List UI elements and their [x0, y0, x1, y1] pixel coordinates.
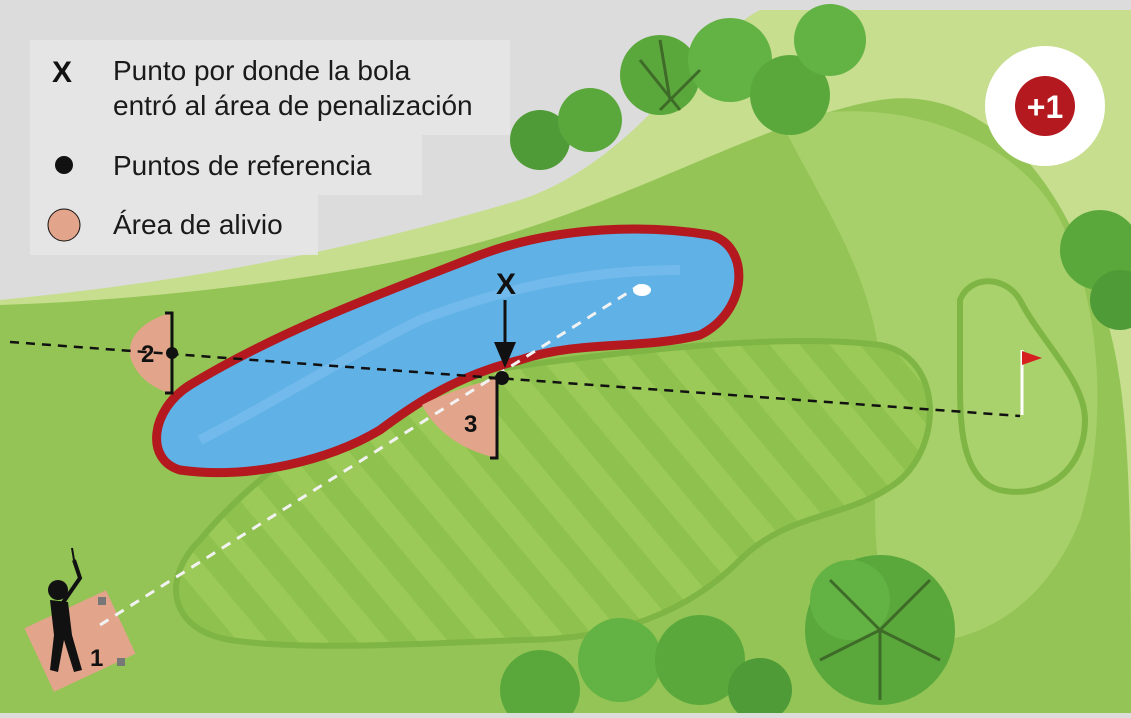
arrow-down-icon — [494, 300, 516, 368]
fairway-light — [780, 111, 1098, 642]
legend: X Punto por donde la bola entró al área … — [30, 40, 510, 255]
legend-relief-swatch — [47, 208, 81, 242]
penalty-badge-text: +1 — [1027, 89, 1063, 125]
point-1-label: 1 — [90, 645, 103, 672]
penalty-badge: +1 — [985, 46, 1105, 166]
legend-x-symbol: X — [52, 56, 72, 89]
tree-icon — [805, 555, 955, 705]
penalty-area-water — [152, 224, 744, 478]
entry-x-marker: X — [496, 268, 516, 301]
point-3-label: 3 — [464, 411, 477, 438]
reference-point-3 — [495, 371, 509, 385]
tree-icon — [1060, 210, 1131, 330]
tree-icon — [510, 4, 866, 170]
legend-reference-points: Puntos de referencia — [113, 150, 372, 181]
legend-dot-icon — [55, 156, 73, 174]
ball-icon — [633, 284, 651, 296]
reference-point-2 — [166, 347, 178, 359]
tree-icon — [500, 615, 792, 718]
golfer-icon — [48, 547, 83, 672]
relief-area-2 — [129, 313, 170, 393]
flag-icon — [1020, 350, 1042, 415]
point-2-label: 2 — [141, 341, 154, 368]
legend-entry-line1: Punto por donde la bola — [113, 55, 411, 86]
ball-flight-line — [99, 283, 641, 627]
relief-area-3 — [422, 378, 497, 458]
legend-relief-area: Área de alivio — [113, 209, 283, 240]
legend-entry-line2: entró al área de penalización — [113, 90, 473, 121]
